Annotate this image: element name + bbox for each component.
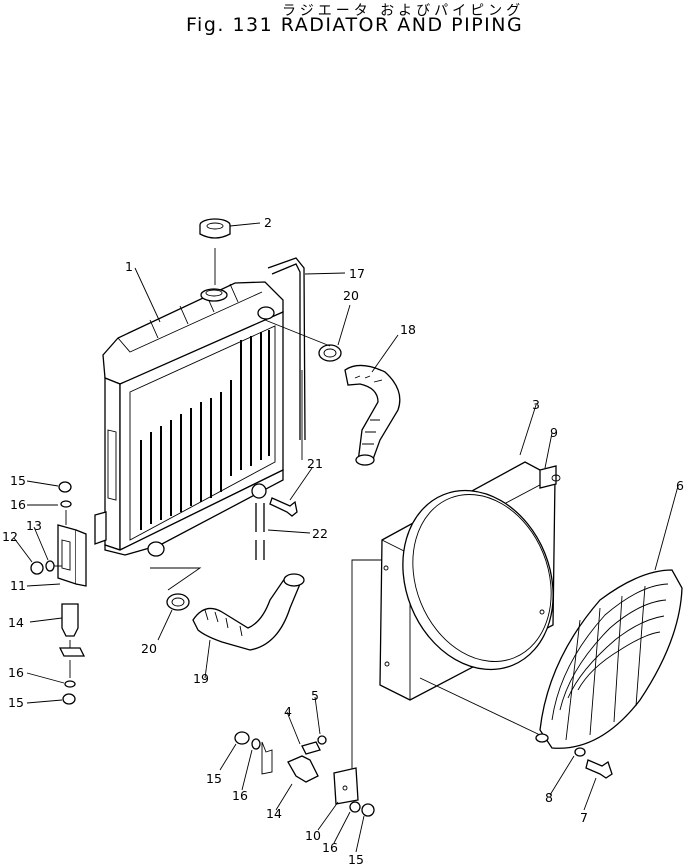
label-1: 1 xyxy=(125,259,133,274)
label-16a: 16 xyxy=(10,497,26,512)
fan-shroud xyxy=(379,461,561,701)
label-20a: 20 xyxy=(343,288,359,303)
leader-lines xyxy=(13,222,679,853)
bolt-and-washer-right xyxy=(574,747,613,779)
label-4: 4 xyxy=(284,704,292,719)
label-7: 7 xyxy=(580,810,588,825)
label-12: 12 xyxy=(2,529,18,544)
lower-mount-group xyxy=(234,731,375,817)
radiator xyxy=(94,281,284,557)
label-9: 9 xyxy=(550,425,558,440)
label-20b: 20 xyxy=(141,641,157,656)
label-16d: 16 xyxy=(322,840,338,855)
label-5: 5 xyxy=(311,688,319,703)
label-19: 19 xyxy=(193,671,209,686)
radiator-cap xyxy=(199,218,231,285)
label-11: 11 xyxy=(10,578,26,593)
label-15a: 15 xyxy=(10,473,26,488)
label-18: 18 xyxy=(400,322,416,337)
hose-clamp-lower xyxy=(166,593,190,611)
label-14b: 14 xyxy=(266,806,282,821)
label-15c: 15 xyxy=(206,771,222,786)
fan-guard xyxy=(535,569,683,749)
figure-title: Fig. 131 RADIATOR AND PIPING xyxy=(186,14,524,36)
title-japanese: ラジエータ およびパイピング xyxy=(282,3,525,19)
drain-plug xyxy=(269,497,298,517)
label-16b: 16 xyxy=(8,665,24,680)
label-17: 17 xyxy=(349,266,365,281)
label-3: 3 xyxy=(532,397,540,412)
left-mount-group xyxy=(30,481,87,705)
label-22: 22 xyxy=(312,526,328,541)
upper-hose xyxy=(344,364,401,466)
label-10: 10 xyxy=(305,828,321,843)
label-6: 6 xyxy=(676,478,684,493)
label-21: 21 xyxy=(307,456,323,471)
label-13: 13 xyxy=(26,518,42,533)
drain-tube xyxy=(255,503,265,560)
label-8: 8 xyxy=(545,790,553,805)
label-15b: 15 xyxy=(8,695,24,710)
label-16c: 16 xyxy=(232,788,248,803)
hose-clamp-upper xyxy=(318,344,342,362)
overflow-tube xyxy=(267,257,306,460)
label-15d: 15 xyxy=(348,852,364,867)
label-2: 2 xyxy=(264,215,272,230)
label-14a: 14 xyxy=(8,615,24,630)
lower-hose xyxy=(192,573,305,651)
